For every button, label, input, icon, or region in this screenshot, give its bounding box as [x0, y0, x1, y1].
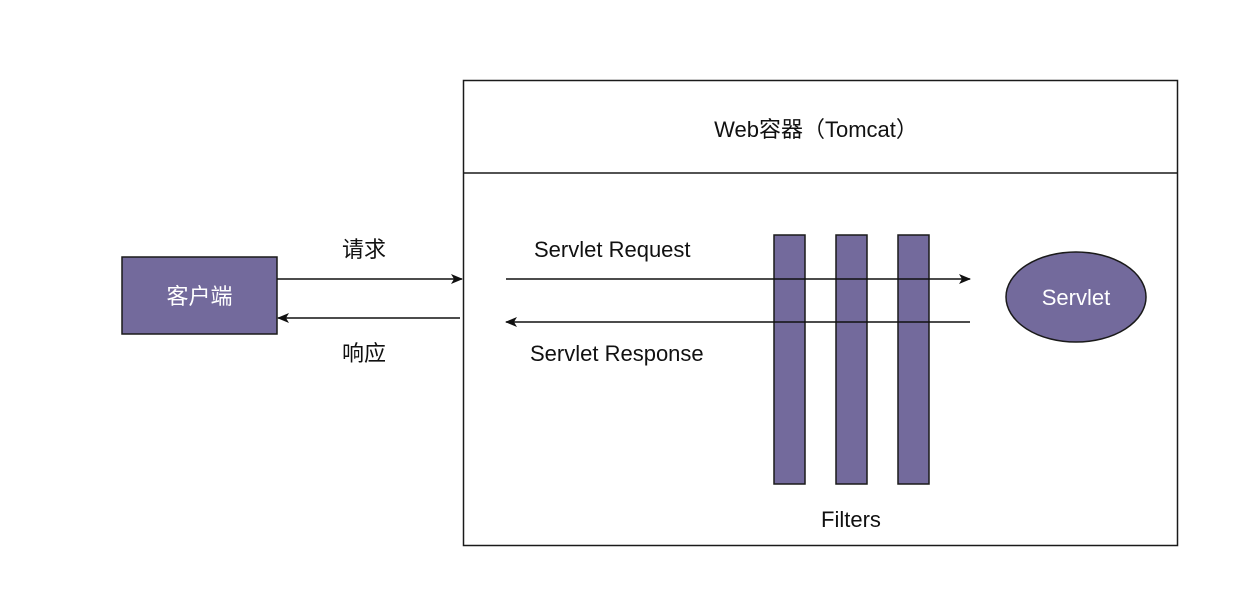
servlet-label: Servlet	[1042, 285, 1110, 310]
filters-label: Filters	[821, 507, 881, 532]
web-container-box	[462, 79, 1179, 547]
servlet-node	[1005, 251, 1147, 343]
servlet-response-label: Servlet Response	[530, 341, 704, 366]
filter-bar	[773, 234, 806, 485]
container-title: Web容器（Tomcat）	[714, 117, 918, 142]
filters-group	[773, 234, 930, 485]
client-label: 客户端	[166, 284, 232, 309]
request-label: 请求	[342, 237, 386, 262]
client-box	[121, 256, 278, 335]
filter-bar	[897, 234, 930, 485]
response-label: 响应	[342, 341, 386, 366]
servlet-request-label: Servlet Request	[534, 237, 691, 262]
filter-bar	[835, 234, 868, 485]
